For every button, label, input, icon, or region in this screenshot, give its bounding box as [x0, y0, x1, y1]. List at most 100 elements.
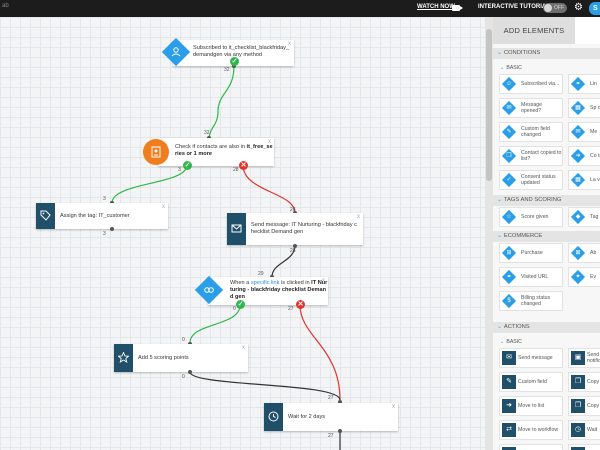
condition-card[interactable]: ➜Co to	[568, 146, 600, 166]
condition-card[interactable]: ⊞Purchase	[499, 243, 563, 263]
close-icon[interactable]: x	[392, 404, 395, 410]
toggle-state-label: OFF	[554, 5, 564, 11]
link-node-count-no: 27	[288, 306, 294, 312]
specific-link[interactable]: specific link	[250, 280, 280, 286]
message-icon-glyph: ✉	[575, 129, 581, 135]
wait-node-delay[interactable]: x Wait for 2 days	[264, 403, 398, 431]
card-label: Copy	[587, 402, 600, 409]
billing-icon-glyph: $	[507, 298, 511, 304]
close-icon[interactable]: x	[322, 278, 325, 284]
tag-node-icon-box	[36, 203, 55, 229]
condition-card[interactable]: ⊠Ab	[568, 243, 600, 263]
generic-icon	[571, 447, 585, 450]
action-card[interactable]: ◷Wait	[568, 420, 600, 440]
action-card[interactable]: ❐Copy	[568, 396, 600, 416]
condition-card[interactable]: ▦ La va	[568, 170, 600, 190]
condition-card[interactable]: ◆Tag	[568, 207, 600, 227]
tab-add-elements[interactable]: ADD ELEMENTS	[493, 17, 575, 44]
action-card[interactable]	[499, 444, 563, 450]
check-node-count-in: 32	[204, 130, 210, 136]
chevron-down-icon: ⌄	[497, 197, 502, 203]
interactive-tutorial-label: INTERACTIVE TUTORIAL	[478, 4, 550, 10]
action-card[interactable]: ❐Copy	[568, 372, 600, 392]
send-node-output-port[interactable]	[293, 244, 297, 248]
canvas-vertical-scrollbar[interactable]	[485, 17, 493, 450]
check-node-text-b: it_free_se	[246, 144, 273, 150]
action-card[interactable]: ➜Move to list	[499, 396, 563, 416]
condition-card[interactable]: ⚭Visited URL	[499, 267, 563, 287]
close-icon[interactable]: x	[242, 345, 245, 351]
workflow-icon: ⇄	[502, 423, 516, 437]
notification-icon-glyph: ▣	[574, 354, 582, 361]
consent-icon-glyph: ✓	[506, 177, 512, 183]
condition-card[interactable]: ▦Sp oc	[568, 98, 600, 118]
condition-card[interactable]: ☺Subscribed via...	[499, 74, 563, 94]
envelope-open-icon: ✉	[501, 100, 517, 116]
subsection-actions-basic[interactable]: ⌄BASIC	[500, 338, 522, 346]
calendar-icon-glyph: ▦	[575, 177, 581, 183]
check-node-yes-badge: ✓	[183, 161, 192, 170]
action-card[interactable]: ✉Send message	[499, 348, 563, 368]
consent-icon: ✓	[501, 172, 517, 188]
link-node-text-line-3: d gen	[230, 294, 245, 300]
settings-gear-icon[interactable]: ⚙	[574, 2, 583, 13]
field-icon: ✎	[502, 375, 516, 389]
copy-icon-glyph: ❐	[574, 378, 582, 385]
video-camera-icon[interactable]	[452, 5, 463, 11]
section-actions[interactable]: ⌄ACTIONS	[493, 322, 600, 333]
chevron-down-icon: ⌄	[497, 233, 502, 239]
tag-node-output-port[interactable]	[110, 227, 114, 231]
connector-lines	[111, 65, 341, 450]
score-node-add-points[interactable]: x Add 5 scoring points	[114, 344, 248, 372]
action-card[interactable]	[568, 444, 600, 450]
section-tags-and-scoring[interactable]: ⌄TAGS AND SCORING	[493, 195, 600, 206]
tutorial-toggle[interactable]: OFF	[543, 3, 567, 13]
link-node-count-yes: 0	[233, 306, 236, 312]
card-label: La va	[590, 176, 600, 183]
wait-node-output-port[interactable]	[338, 429, 342, 433]
action-card[interactable]: ✎Custom field	[499, 372, 563, 392]
send-node-message[interactable]: x Send message: IT Nurturing - blackfrid…	[227, 213, 363, 245]
start-node-output-port[interactable]	[232, 64, 236, 68]
scrollbar-thumb[interactable]	[486, 29, 492, 181]
close-icon[interactable]: x	[357, 214, 360, 220]
action-card[interactable]: ⇄Move to workflow	[499, 420, 563, 440]
condition-card[interactable]: ✉Message opened?	[499, 98, 563, 118]
condition-card[interactable]: ❐Contact copied to list?	[499, 146, 563, 166]
condition-card[interactable]: ✎Custom field changed	[499, 122, 563, 142]
condition-card[interactable]: ☆Score given	[499, 207, 563, 227]
watch-now-link[interactable]: WATCH NOW	[417, 4, 455, 10]
tag-node-assign[interactable]: x Assign the tag: IT_customer	[36, 203, 168, 229]
section-conditions[interactable]: ⌄CONDITIONS	[493, 48, 600, 59]
score-node-count-in: 0	[182, 337, 185, 343]
move-icon: ➜	[570, 148, 586, 164]
condition-card[interactable]: ✦Ev	[568, 267, 600, 287]
close-icon[interactable]: x	[268, 139, 271, 145]
condition-card[interactable]: ✉Me	[568, 122, 600, 142]
subsection-actions-basic-label: BASIC	[506, 339, 522, 345]
condition-card[interactable]: ⚭Lin	[568, 74, 600, 94]
tag-node-text: Assign the tag: IT_customer	[60, 213, 130, 219]
calendar-icon: ▦	[570, 172, 586, 188]
action-card[interactable]: ▣Send notific	[568, 348, 600, 368]
condition-card[interactable]: ✓ Consent status updated	[499, 170, 563, 190]
subsection-basic[interactable]: ⌄BASIC	[500, 64, 522, 72]
card-label: Contact copied to list?	[521, 149, 562, 162]
score-node-count-out: 0	[182, 374, 185, 380]
link-node-click-condition[interactable]: x When a specific link is clicked in IT …	[208, 277, 328, 305]
link-icon-glyph: ⚭	[575, 81, 581, 87]
start-node-yes-badge: ✓	[230, 57, 239, 66]
close-icon[interactable]: x	[288, 41, 291, 47]
section-ecommerce[interactable]: ⌄ECOMMERCE	[493, 231, 600, 242]
workflow-canvas[interactable]: x Subscribed to it_checklist_blackfriday…	[0, 17, 485, 450]
check-node-text-a: Check if contacts are also in	[175, 144, 247, 150]
wait-node-input-port[interactable]	[338, 400, 342, 404]
score-node-output-port[interactable]	[188, 370, 192, 374]
card-label: Consent status updated	[521, 173, 556, 186]
send-node-text-line-1: Send message: IT Nurturing - blackfriday…	[251, 222, 357, 228]
save-button[interactable]: S	[589, 2, 600, 15]
condition-card[interactable]: $Billing status changed	[499, 291, 563, 311]
top-bar-corner-text: ab	[2, 3, 9, 9]
close-icon[interactable]: x	[162, 204, 165, 210]
check-node-condition[interactable]: x Check if contacts are also in it_free_…	[158, 138, 274, 166]
